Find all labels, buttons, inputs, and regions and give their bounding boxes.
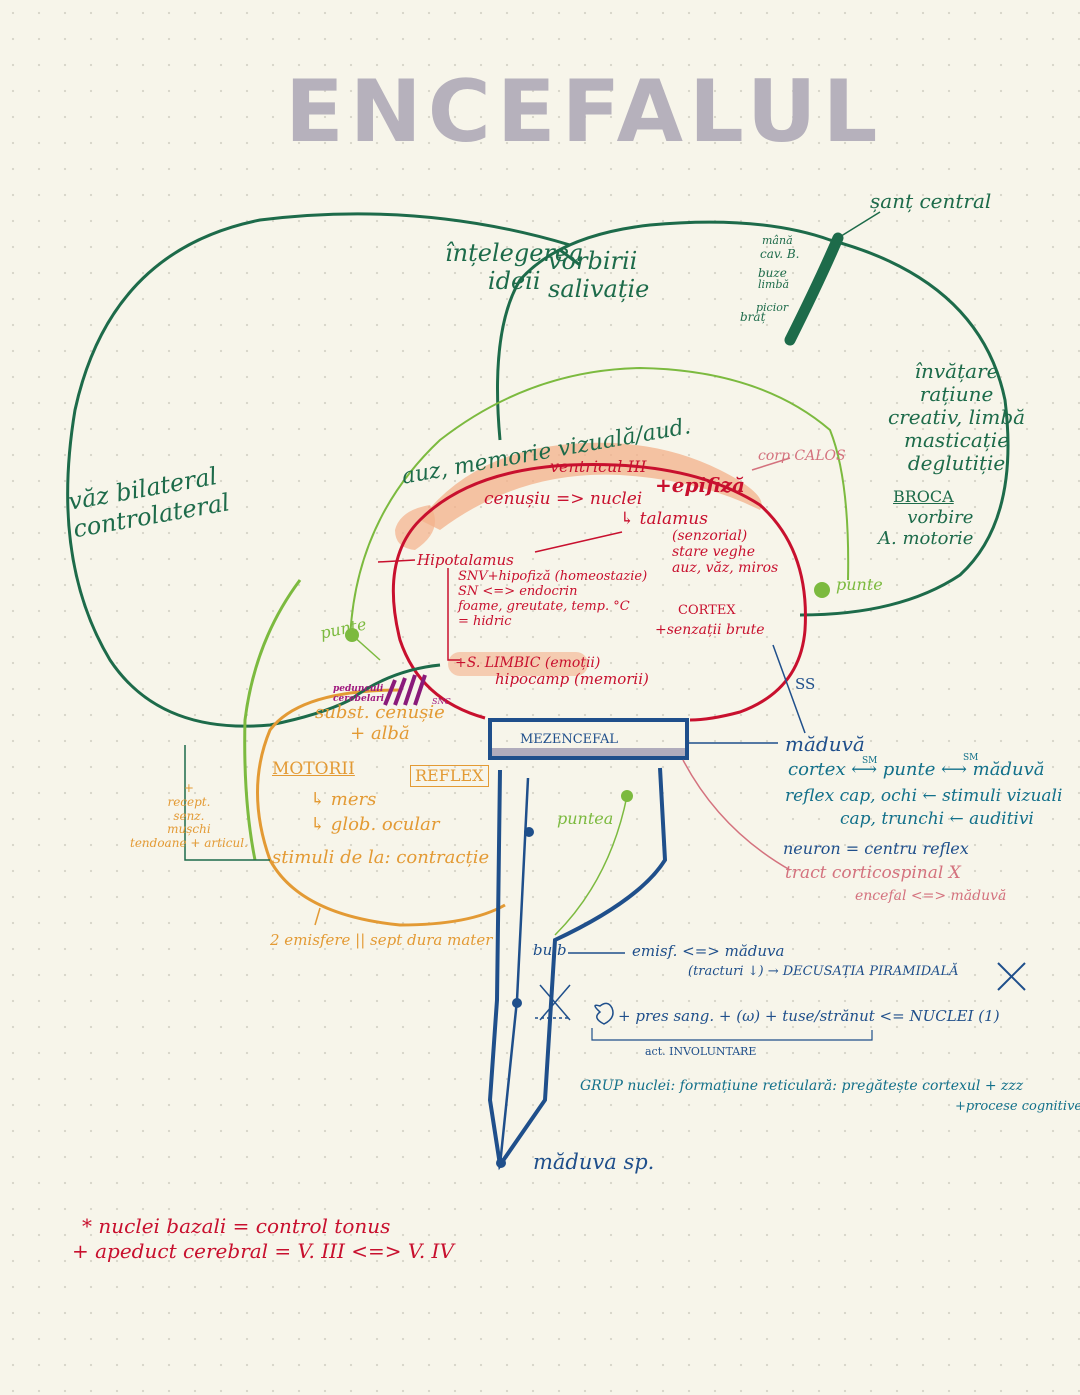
invatare-label: învățare rațiune creativ, limbă masticaț…	[888, 359, 1026, 475]
grup-line: GRUP nuclei: formațiune reticulară: preg…	[580, 1078, 1024, 1094]
decussation-x-right	[997, 962, 1026, 991]
broca-label: BROCA	[893, 487, 954, 506]
bottom-note-2: + apeduct cerebral = V. III <=> V. IV	[72, 1239, 454, 1263]
brainstem-inner-line	[498, 777, 530, 1166]
recept-label: + recept. senz. mușchi tendoane + articu…	[130, 781, 248, 851]
mezencefal-box	[488, 718, 689, 760]
hipocamp-label: hipocamp (memorii)	[495, 670, 649, 688]
highlight-top	[420, 442, 762, 530]
mezencefal-label: MEZENCEFAL	[520, 732, 619, 747]
motor-map: mână cav. B. buze limbă picior braț	[740, 234, 800, 323]
motor-mana: mână	[762, 234, 793, 247]
recept-line	[184, 745, 270, 861]
limbic-label: +S. LIMBIC (emoții)	[455, 655, 601, 671]
limbic-arc	[349, 366, 850, 641]
puntea-line	[554, 795, 628, 936]
involuntary-bracket	[591, 1028, 873, 1041]
emisf-line: emisf. <=> măduva	[632, 942, 785, 960]
sm-label-2: SM	[963, 753, 979, 763]
bottom-note-1: * nuclei bazali = control tonus	[82, 1214, 391, 1238]
decussation-x	[535, 984, 571, 1021]
lobe-divider	[559, 248, 581, 267]
green-brainstem-edge	[349, 663, 441, 702]
reflex-line-1: reflex cap, ochi ← stimuli vizuali	[785, 786, 1063, 806]
tracturi-line: (tracturi ↓) → DECUSAȚIA PIRAMIDALĂ	[688, 964, 959, 979]
reflex-label: REFLEX	[410, 765, 489, 788]
hipo-details: SNV+hipofiză (homeostazie) SN <=> endocr…	[458, 569, 648, 629]
heart-icon	[594, 1002, 614, 1025]
highlight-limbic	[448, 652, 588, 676]
cerebellum-tail	[314, 907, 321, 926]
tract-line: tract corticospinal X	[785, 863, 961, 883]
hipotalamus-label: Hipotalamus	[417, 551, 514, 569]
encefal-line: encefal <=> măduvă	[855, 888, 1007, 904]
dot-1	[524, 827, 534, 837]
pres-line: + pres sang. + (ω) + tuse/strănut <= NUC…	[618, 1007, 1000, 1025]
subst-label: subst. cenușie + albă	[315, 702, 445, 744]
hipo-bracket	[447, 568, 460, 661]
maduva-label: măduvă	[785, 732, 865, 756]
sm-label-1: SM	[862, 756, 878, 766]
procese-line: +procese cognitive	[955, 1099, 1080, 1114]
mers-label: ↳ mers	[310, 789, 377, 810]
dot-2	[512, 998, 522, 1008]
motorii-label: MOTORII	[272, 759, 355, 779]
maduva-sp-label: măduva sp.	[533, 1150, 655, 1174]
motor-picior: picior	[756, 300, 789, 314]
punte-dot-right	[814, 582, 830, 598]
hipo-talamus-arrow	[534, 531, 623, 553]
snc-label: SNC	[432, 697, 451, 706]
central-sulcus-mark	[784, 232, 844, 346]
brainstem-outline	[487, 767, 668, 1171]
mezencefal-shade	[492, 748, 685, 756]
diencephalon-outline	[391, 463, 807, 722]
motor-buze: buze	[758, 266, 787, 281]
talamus-label: ↳ talamus	[620, 509, 708, 529]
cortex-line: cortex ⟷ punte ⟷ măduvă	[788, 759, 1045, 780]
sant-central-label: șanț central	[870, 189, 992, 213]
pedunculi-label: pedunculi cerebelari	[333, 684, 385, 705]
intelegerea-label: înțelegerea ideii	[445, 239, 584, 295]
senzatii-label: +senzații brute	[655, 622, 765, 638]
epifiza-label: +epifiză	[655, 473, 745, 497]
limbic-arc-left	[243, 579, 302, 861]
vorbirii-label: vorbirii salivație	[548, 247, 650, 303]
punte-right-label: punte	[836, 575, 883, 594]
ss-arrow	[772, 644, 806, 734]
hipo-left-arrow	[377, 559, 416, 563]
tract-arrow	[682, 759, 791, 871]
emisfere-label: 2 emisfere || sept dura mater	[270, 931, 493, 949]
cerebrum-outline-left	[66, 212, 571, 728]
cerebrum-outline-right	[496, 220, 1010, 617]
puntea-label: puntea	[557, 809, 614, 828]
corp-calos-arrow	[751, 457, 791, 471]
reflex-line-2: cap, trunchi ← auditivi	[840, 809, 1034, 829]
motor-cav: cav. B.	[760, 246, 800, 261]
page-title: ENCEFALUL	[285, 62, 884, 162]
cenusiu-label: cenușiu => nuclei	[484, 489, 643, 509]
dot-3	[496, 1158, 506, 1168]
stimuli-label: stimuli de la: contracție	[272, 847, 490, 868]
punte-line-left	[351, 634, 381, 661]
motor-limba: limbă	[758, 278, 790, 292]
ss-label: SS	[795, 675, 816, 693]
bulb-label: bulb	[533, 941, 567, 959]
neuron-line: neuron = centru reflex	[783, 839, 969, 858]
sant-arrow	[837, 211, 881, 239]
talamus-details: (senzorial) stare veghe auz, văz, miros	[672, 528, 779, 577]
cortex-label: CORTEX	[678, 603, 736, 618]
corp-calos-label: corp CALOS	[758, 448, 846, 464]
ventricul-label: ventricul III	[550, 457, 647, 476]
pedunculi-hatch	[383, 674, 427, 706]
act-line: act. INVOLUNTARE	[645, 1045, 757, 1058]
broca-sub-label: vorbire A. motorie	[878, 507, 974, 549]
glob-label: ↳ glob. ocular	[310, 814, 440, 835]
motor-brat: braț	[740, 309, 766, 324]
